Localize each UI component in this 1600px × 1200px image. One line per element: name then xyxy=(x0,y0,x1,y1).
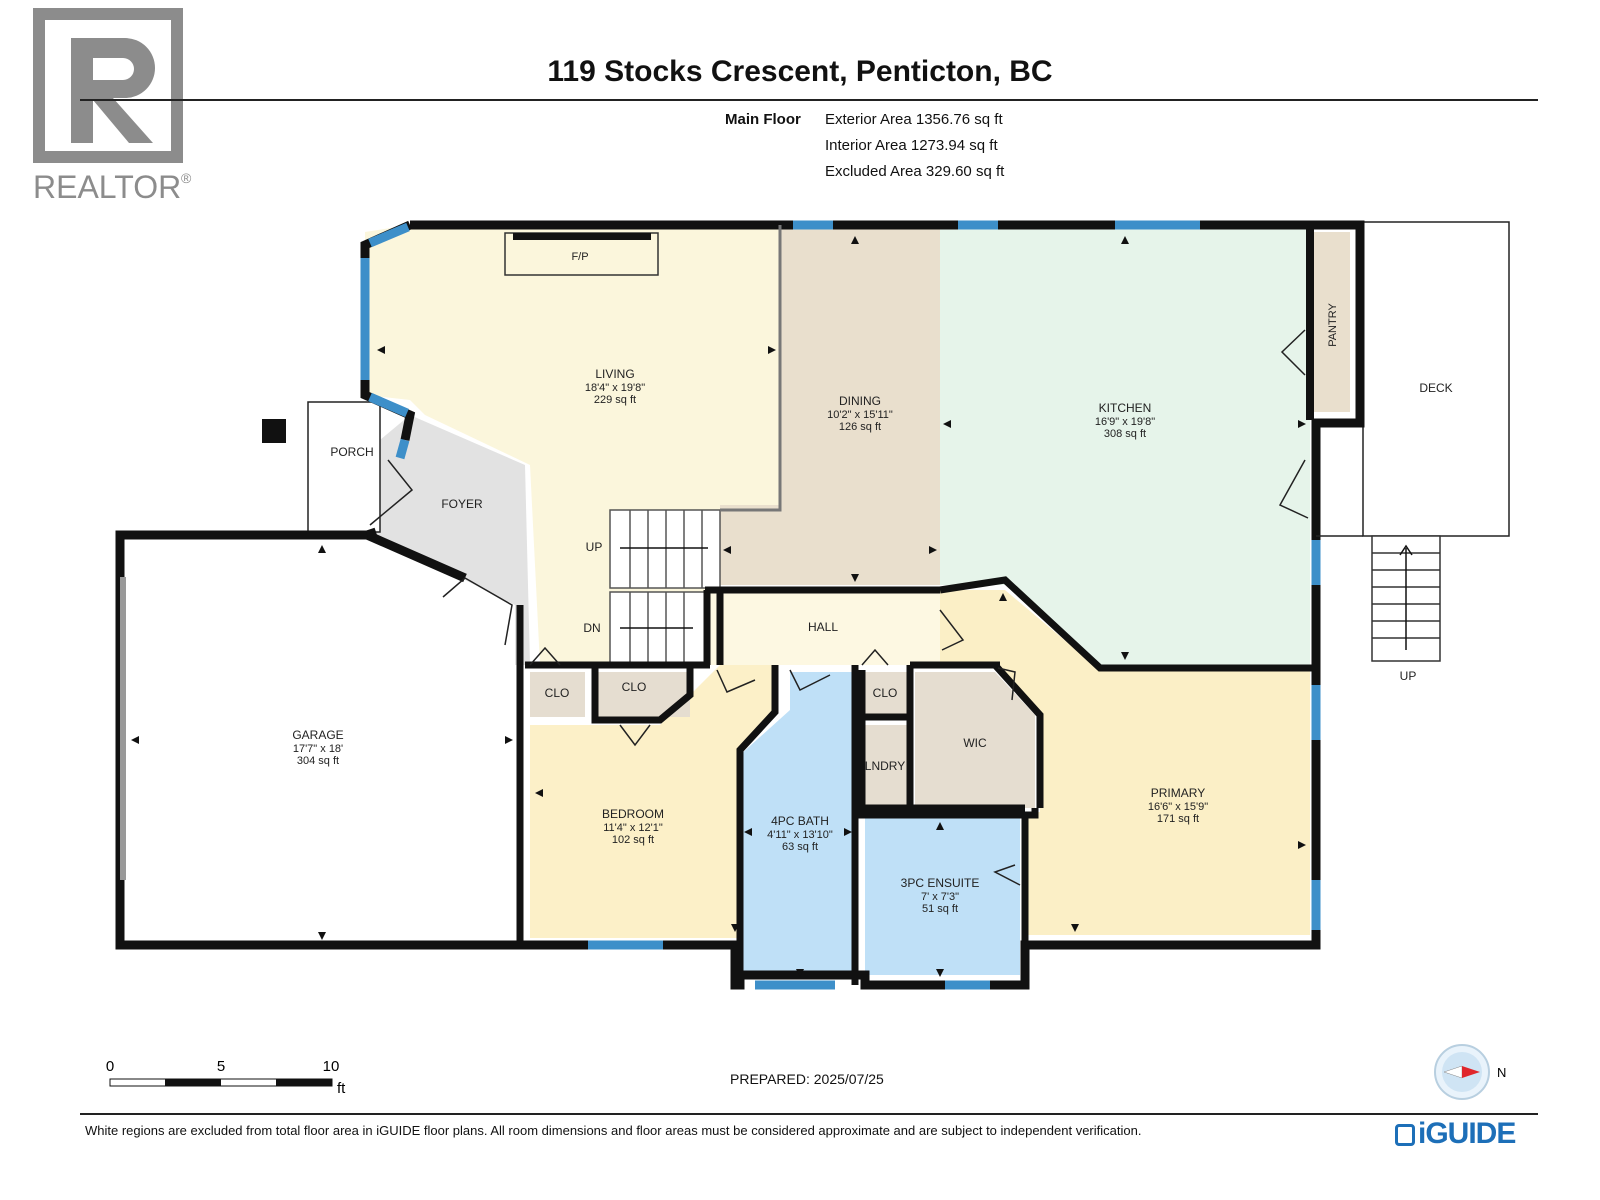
column-block xyxy=(262,419,286,443)
svg-text:5: 5 xyxy=(217,1058,225,1075)
staircase xyxy=(609,509,721,666)
pantry-fill xyxy=(1310,232,1350,412)
deck-stairs-label: UP xyxy=(1400,669,1417,683)
dining-room-name: DINING xyxy=(839,394,881,408)
fireplace-label: F/P xyxy=(571,251,588,263)
kitchen-dims: 16'9" x 19'8" xyxy=(1095,416,1155,428)
interior-area: Interior Area 1273.94 sq ft xyxy=(825,137,998,154)
dining-ext-fill xyxy=(720,505,780,585)
wic-label: WIC xyxy=(963,736,987,750)
page-title: 119 Stocks Crescent, Penticton, BC xyxy=(547,55,1053,88)
windows xyxy=(360,220,1321,990)
scale-bar: 0 5 10 ft xyxy=(106,1058,346,1097)
primary-area: 171 sq ft xyxy=(1157,813,1199,825)
compass-icon: N xyxy=(1434,1044,1506,1100)
doors xyxy=(369,329,1309,886)
primary-name: PRIMARY xyxy=(1151,786,1205,800)
ensuite3-dims: 7' x 7'3" xyxy=(921,891,959,903)
iguide-icon xyxy=(1395,1124,1415,1146)
hall-label: HALL xyxy=(808,620,838,634)
closet-label-3: CLO xyxy=(873,686,898,700)
ensuite3-fill xyxy=(865,815,1020,975)
dining-room-dims: 10'2" x 15'11" xyxy=(827,409,893,421)
kitchen-fill xyxy=(940,225,1310,665)
footer-divider xyxy=(80,1113,1538,1115)
bedroom-area: 102 sq ft xyxy=(612,834,654,846)
clo3-fill xyxy=(862,672,907,717)
deck-stairs xyxy=(1371,535,1441,662)
lndry-fill xyxy=(862,725,907,805)
excluded-area: Excluded Area 329.60 sq ft xyxy=(825,163,1005,180)
prepared-date: PREPARED: 2025/07/25 xyxy=(730,1071,884,1087)
svg-text:ft: ft xyxy=(337,1080,346,1097)
laundry-label: LNDRY xyxy=(865,759,905,773)
walls xyxy=(115,220,1365,990)
hall-fill xyxy=(707,590,940,665)
svg-text:N: N xyxy=(1497,1065,1506,1080)
clo1-fill xyxy=(530,672,585,717)
primary-fill xyxy=(940,590,1310,935)
pantry-label: PANTRY xyxy=(1327,303,1339,347)
living-room-name: LIVING xyxy=(595,367,634,381)
exterior-area: Exterior Area 1356.76 sq ft xyxy=(825,111,1003,128)
closet-label-2: CLO xyxy=(622,680,647,694)
garage-name: GARAGE xyxy=(292,728,343,742)
bedroom-dims: 11'4" x 12'1" xyxy=(603,822,663,834)
closet-label-1: CLO xyxy=(545,686,570,700)
bath4-fill xyxy=(740,672,855,975)
svg-text:0: 0 xyxy=(106,1058,114,1075)
deck-outline xyxy=(1362,221,1510,537)
porch-outline xyxy=(307,401,381,533)
bath4-dims: 4'11" x 13'10" xyxy=(767,829,833,841)
garage-area: 304 sq ft xyxy=(297,755,339,767)
dining-fill xyxy=(780,225,940,585)
stairs-up-label: UP xyxy=(586,540,603,554)
floor-label: Main Floor xyxy=(725,111,801,128)
foyer-label: FOYER xyxy=(441,497,483,511)
svg-text:10: 10 xyxy=(323,1058,340,1075)
svg-text:REALTOR: REALTOR xyxy=(33,169,181,205)
living-room-area: 229 sq ft xyxy=(594,394,636,406)
porch-label: PORCH xyxy=(330,445,373,459)
bath4-area: 63 sq ft xyxy=(782,841,818,853)
ensuite3-name: 3PC ENSUITE xyxy=(901,876,980,890)
stairs-down-label: DN xyxy=(583,621,600,635)
disclaimer-text: White regions are excluded from total fl… xyxy=(85,1123,1142,1138)
header-divider xyxy=(80,99,1538,101)
dimension-markers xyxy=(131,236,1306,977)
kitchen-area: 308 sq ft xyxy=(1104,428,1146,440)
bath4-name: 4PC BATH xyxy=(771,814,829,828)
garage-dims: 17'7" x 18' xyxy=(293,743,343,755)
foyer-fill xyxy=(375,415,530,665)
bedroom-name: BEDROOM xyxy=(602,807,664,821)
kitchen-name: KITCHEN xyxy=(1099,401,1152,415)
dining-room-area: 126 sq ft xyxy=(839,421,881,433)
iguide-brand-text: iGUIDE xyxy=(1418,1117,1516,1150)
iguide-logo: iGUIDE xyxy=(1395,1117,1516,1151)
bedroom-fill xyxy=(530,665,775,938)
ensuite3-area: 51 sq ft xyxy=(922,903,958,915)
living-room-dims: 18'4" x 19'8" xyxy=(585,382,645,394)
wic-fill xyxy=(915,672,1035,808)
realtor-logo: REALTOR ® xyxy=(33,8,192,205)
primary-dims: 16'6" x 15'9" xyxy=(1148,801,1208,813)
deck-label: DECK xyxy=(1419,381,1452,395)
svg-text:®: ® xyxy=(181,170,192,186)
